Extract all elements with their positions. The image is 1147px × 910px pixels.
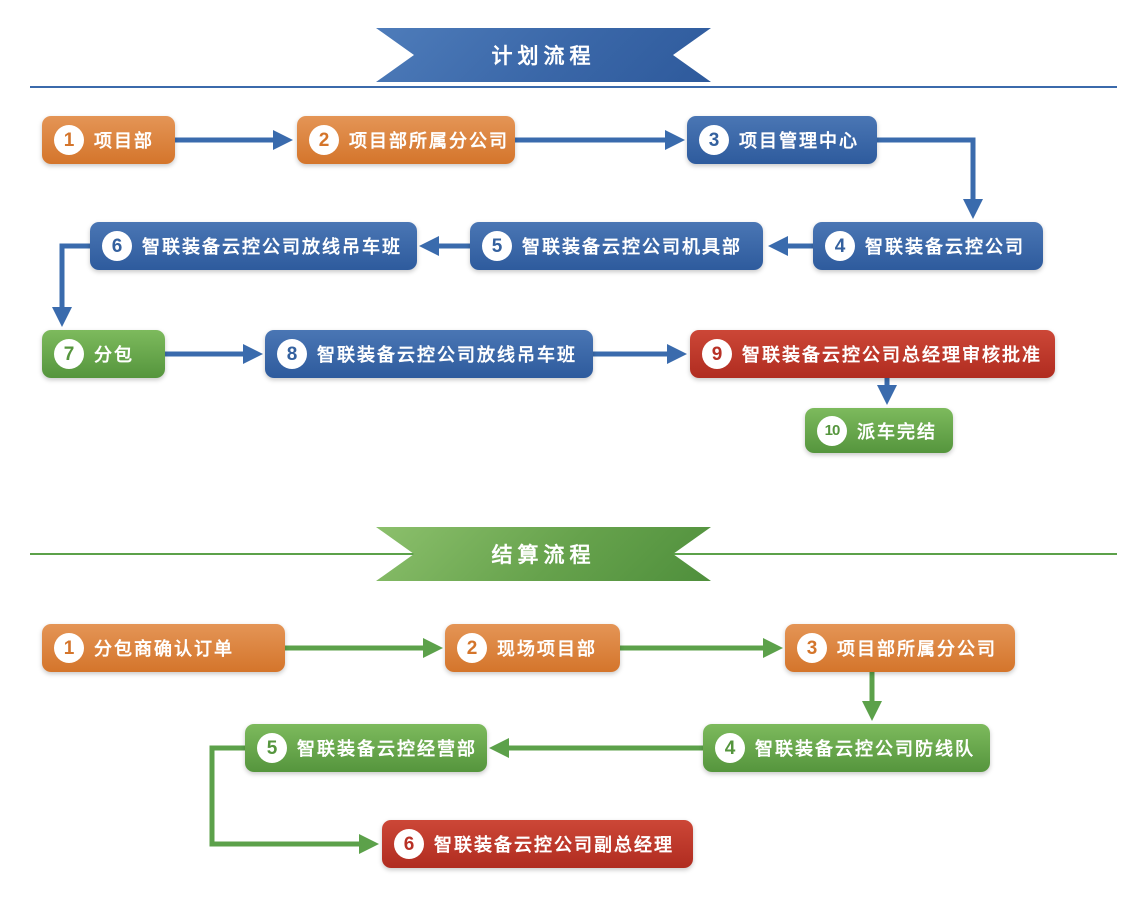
step-settle-4: 4 智联装备云控公司防线队 bbox=[703, 724, 990, 772]
step-label: 智联装备云控公司副总经理 bbox=[434, 835, 674, 855]
step-plan-9: 9 智联装备云控公司总经理审核批准 bbox=[690, 330, 1055, 378]
step-plan-5: 5 智联装备云控公司机具部 bbox=[470, 222, 763, 270]
settle-banner-ribbon: 结算流程 bbox=[376, 527, 711, 581]
step-number-badge: 6 bbox=[394, 829, 424, 859]
step-number-badge: 3 bbox=[797, 633, 827, 663]
step-plan-3: 3 项目管理中心 bbox=[687, 116, 877, 164]
plan-banner-ribbon: 计划流程 bbox=[376, 28, 711, 82]
step-plan-4: 4 智联装备云控公司 bbox=[813, 222, 1043, 270]
step-number-badge: 4 bbox=[715, 733, 745, 763]
plan-divider-line bbox=[30, 86, 1117, 88]
step-settle-5: 5 智联装备云控经营部 bbox=[245, 724, 487, 772]
arrow-plan-6-7 bbox=[52, 243, 90, 327]
step-plan-6: 6 智联装备云控公司放线吊车班 bbox=[90, 222, 417, 270]
step-label: 派车完结 bbox=[857, 421, 937, 442]
step-label: 智联装备云控公司机具部 bbox=[522, 237, 742, 257]
step-number-badge: 10 bbox=[817, 415, 847, 446]
step-label: 项目管理中心 bbox=[739, 131, 859, 151]
step-settle-2: 2 现场项目部 bbox=[445, 624, 620, 672]
step-settle-6: 6 智联装备云控公司副总经理 bbox=[382, 820, 693, 868]
step-number-badge: 1 bbox=[54, 125, 84, 155]
step-number-badge: 3 bbox=[699, 125, 729, 155]
plan-banner-title: 计划流程 bbox=[491, 45, 596, 68]
arrow-settle-5-6 bbox=[209, 745, 379, 854]
step-plan-1: 1 项目部 bbox=[42, 116, 175, 164]
step-plan-8: 8 智联装备云控公司放线吊车班 bbox=[265, 330, 593, 378]
step-label: 分包 bbox=[94, 345, 134, 365]
step-label: 智联装备云控公司放线吊车班 bbox=[142, 237, 402, 257]
step-number-badge: 1 bbox=[54, 633, 84, 663]
step-plan-7: 7 分包 bbox=[42, 330, 165, 378]
step-label: 现场项目部 bbox=[497, 639, 597, 659]
step-label: 分包商确认订单 bbox=[94, 639, 234, 659]
step-number-badge: 7 bbox=[54, 339, 84, 369]
step-number-badge: 9 bbox=[702, 339, 732, 369]
step-number-badge: 5 bbox=[482, 231, 512, 261]
step-number-badge: 2 bbox=[309, 125, 339, 155]
step-label: 项目部 bbox=[94, 131, 154, 151]
step-label: 智联装备云控公司总经理审核批准 bbox=[742, 345, 1042, 365]
step-label: 智联装备云控公司防线队 bbox=[755, 739, 975, 759]
step-plan-10: 10 派车完结 bbox=[805, 408, 953, 453]
step-number-badge: 5 bbox=[257, 733, 287, 763]
step-number-badge: 4 bbox=[825, 231, 855, 261]
step-label: 项目部所属分公司 bbox=[349, 131, 509, 151]
arrow-plan-3-4 bbox=[877, 137, 983, 219]
step-number-badge: 8 bbox=[277, 339, 307, 369]
step-label: 智联装备云控公司 bbox=[865, 237, 1025, 257]
step-label: 智联装备云控经营部 bbox=[297, 739, 477, 759]
step-number-badge: 2 bbox=[457, 633, 487, 663]
step-label: 智联装备云控公司放线吊车班 bbox=[317, 345, 577, 365]
step-number-badge: 6 bbox=[102, 231, 132, 261]
step-label: 项目部所属分公司 bbox=[837, 639, 997, 659]
step-plan-2: 2 项目部所属分公司 bbox=[297, 116, 515, 164]
step-settle-1: 1 分包商确认订单 bbox=[42, 624, 285, 672]
step-settle-3: 3 项目部所属分公司 bbox=[785, 624, 1015, 672]
settle-banner-title: 结算流程 bbox=[491, 544, 596, 567]
